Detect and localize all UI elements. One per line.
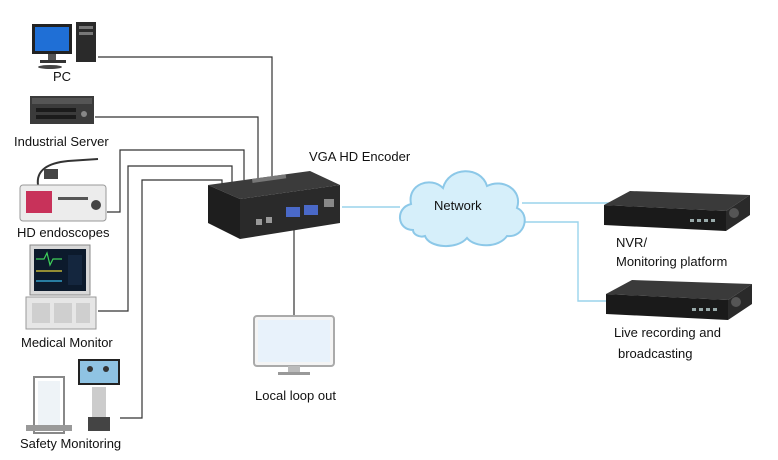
hd-endoscope-icon (19, 158, 107, 222)
industrial-server-label: Industrial Server (14, 134, 109, 149)
safety-monitoring-label: Safety Monitoring (20, 436, 122, 451)
loop-out-label: Local loop out (255, 388, 336, 403)
pc-icon (32, 22, 96, 69)
network-label: Network (434, 198, 482, 213)
pc-label: PC (53, 69, 72, 84)
nvr-label-line2: Monitoring platform (616, 254, 728, 269)
safety-monitoring-icon (26, 359, 120, 434)
medical-monitor-icon (25, 244, 97, 330)
medical-monitor-label: Medical Monitor (21, 335, 113, 350)
live-label-line2: broadcasting (618, 346, 693, 361)
live-label-line1: Live recording and (614, 325, 721, 340)
nvr-device-icon (604, 191, 750, 231)
encoder-title: VGA HD Encoder (309, 149, 411, 164)
loop-out-monitor-icon (253, 315, 335, 375)
hd-endoscopes-label: HD endoscopes (17, 225, 110, 240)
vga-hd-encoder-icon (208, 171, 340, 239)
industrial-server-icon (30, 96, 94, 124)
live-recording-device-icon (606, 280, 752, 320)
nvr-label-line1: NVR/ (616, 235, 648, 250)
network-cloud-icon (399, 170, 526, 247)
